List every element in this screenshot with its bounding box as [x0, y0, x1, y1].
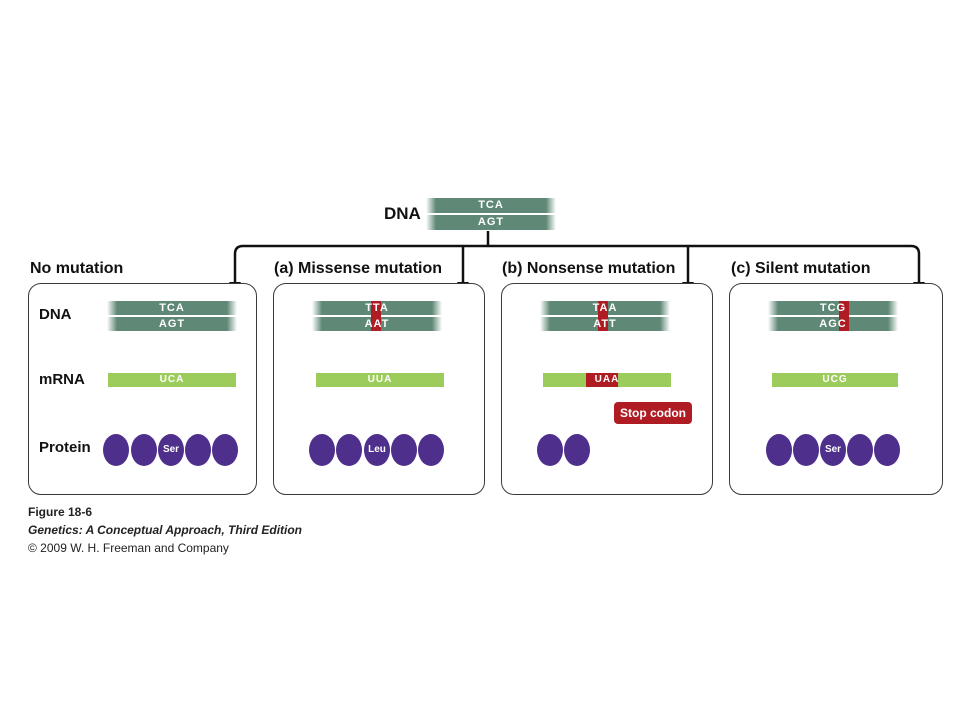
amino-acid-1b	[336, 434, 362, 466]
amino-acid-3e	[874, 434, 900, 466]
row-label-dna: DNA	[39, 306, 72, 323]
stop-codon-label: Stop codon	[614, 402, 692, 424]
dna-strand-bottom-2: ATT	[540, 317, 670, 331]
top-dna-strand-bottom: AGT	[426, 215, 556, 230]
mutation-highlight-3	[839, 301, 849, 331]
mrna-strand-3: UCG	[772, 373, 898, 387]
amino-acid-0b	[131, 434, 157, 466]
row-label-mrna: mRNA	[39, 371, 85, 388]
amino-acid-3d	[847, 434, 873, 466]
dna-strand-top-2: TAA	[540, 301, 670, 315]
heading-nonsense: (b) Nonsense mutation	[502, 260, 676, 277]
heading-no-mutation: No mutation	[30, 260, 124, 277]
dna-strand-bottom-0: AGT	[107, 317, 237, 331]
mrna-strand-1: UUA	[316, 373, 444, 387]
copyright: © 2009 W. H. Freeman and Company	[28, 541, 229, 555]
mrna-strand-0: UCA	[108, 373, 236, 387]
book-title: Genetics: A Conceptual Approach, Third E…	[28, 523, 303, 537]
dna-strand-top-1: TTA	[312, 301, 442, 315]
figure-number: Figure 18-6	[28, 505, 93, 519]
heading-missense: (a) Missense mutation	[274, 260, 443, 277]
row-label-protein: Protein	[39, 439, 91, 456]
amino-acid-2a	[537, 434, 563, 466]
amino-acid-1a	[309, 434, 335, 466]
dna-strand-bottom-1: AAT	[312, 317, 442, 331]
amino-acid-1d	[391, 434, 417, 466]
amino-acid-3-label: Ser	[820, 434, 846, 466]
dna-strand-bottom-3: AGC	[768, 317, 898, 331]
amino-acid-1-label: Leu	[364, 434, 390, 466]
stop-codon-highlight	[586, 373, 618, 387]
amino-acid-0d	[185, 434, 211, 466]
amino-acid-1e	[418, 434, 444, 466]
amino-acid-2b	[564, 434, 590, 466]
amino-acid-0e	[212, 434, 238, 466]
dna-strand-top-0: TCA	[107, 301, 237, 315]
mutation-highlight-2	[598, 301, 608, 331]
amino-acid-3b	[793, 434, 819, 466]
amino-acid-0-label: Ser	[158, 434, 184, 466]
top-dna-strand-top: TCA	[426, 198, 556, 213]
mrna-strand-2: UAA	[543, 373, 671, 387]
amino-acid-0a	[103, 434, 129, 466]
mutation-highlight-1	[371, 301, 381, 331]
heading-silent: (c) Silent mutation	[731, 260, 871, 277]
top-dna-label: DNA	[384, 204, 421, 223]
amino-acid-3a	[766, 434, 792, 466]
dna-strand-top-3: TCG	[768, 301, 898, 315]
